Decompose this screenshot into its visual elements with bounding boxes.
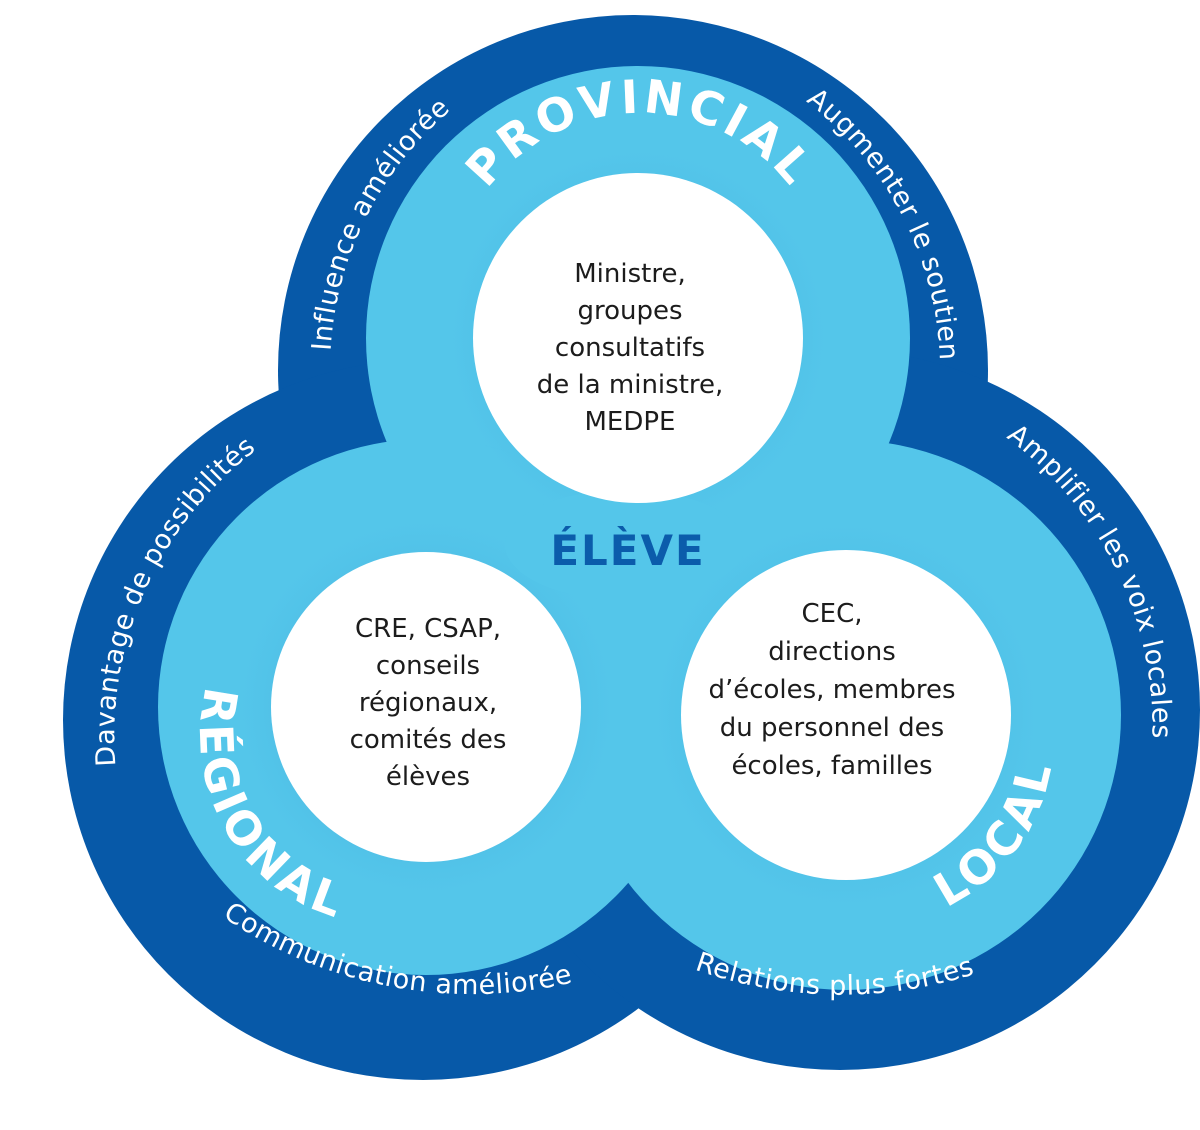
regional-line: comités des xyxy=(350,725,507,755)
center-label-student: ÉLÈVE xyxy=(550,525,705,575)
local-line: du personnel des xyxy=(720,713,944,743)
regional-line: CRE, CSAP, xyxy=(355,614,501,644)
regional-line: conseils xyxy=(376,651,480,681)
inner-circles xyxy=(271,173,1011,880)
local-members: CEC, directions d’écoles, membres du per… xyxy=(708,599,955,781)
regional-line: élèves xyxy=(386,762,470,792)
local-line: écoles, familles xyxy=(731,751,932,781)
inner-circle-provincial xyxy=(473,173,803,503)
provincial-line: MEDPE xyxy=(585,407,676,437)
regional-members: CRE, CSAP, conseils régionaux, comités d… xyxy=(350,614,507,792)
provincial-line: groupes xyxy=(577,296,682,326)
inner-circle-regional xyxy=(271,552,581,862)
local-line: directions xyxy=(768,637,896,667)
local-line: CEC, xyxy=(801,599,862,629)
provincial-line: Ministre, xyxy=(574,259,685,289)
provincial-line: consultatifs xyxy=(555,333,705,363)
center-overlap xyxy=(505,490,745,600)
inner-circle-local xyxy=(681,550,1011,880)
provincial-members: Ministre, groupes consultatifs de la min… xyxy=(537,259,724,437)
regional-line: régionaux, xyxy=(359,688,497,718)
local-line: d’écoles, membres xyxy=(708,675,955,705)
provincial-line: de la ministre, xyxy=(537,370,724,400)
